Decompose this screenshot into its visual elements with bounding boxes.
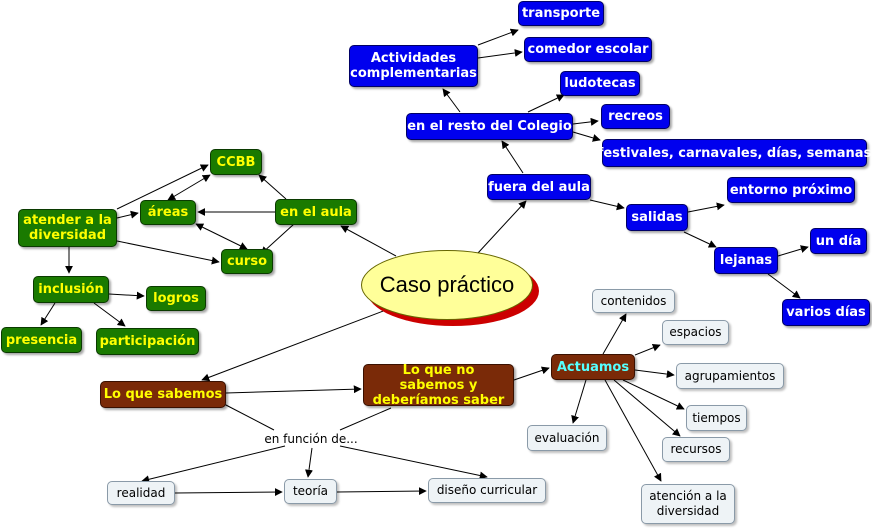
edge-lejanas-undia: [777, 245, 809, 257]
node-contenidos[interactable]: contenidos: [592, 289, 675, 313]
edge-areas-ccbb: [167, 174, 211, 201]
edge-losabemos-nosabemos: [225, 385, 362, 394]
node-logros[interactable]: logros: [146, 286, 206, 311]
node-recreos[interactable]: recreos: [601, 104, 670, 129]
node-espacios[interactable]: espacios: [662, 320, 729, 345]
node-inclusion[interactable]: inclusión: [33, 276, 109, 303]
edge-lejanas-variosdias: [767, 273, 801, 299]
edge-actividades-transporte: [477, 28, 519, 46]
edge-resto-festivales: [572, 131, 601, 142]
edge-actuamos-contenidos: [602, 313, 627, 355]
edge-actividades-comedor: [477, 49, 523, 59]
edge-actuamos-espacios: [634, 343, 661, 356]
edge-actuamos-agrupamientos: [634, 369, 675, 379]
edge-center-losabemos: [201, 309, 387, 382]
node-diseno-curricular[interactable]: diseño curricular: [428, 478, 546, 503]
node-participacion[interactable]: participación: [96, 328, 199, 355]
node-resto-del-colegio[interactable]: en el resto del Colegio: [406, 113, 573, 140]
edge-enfuncion-diseno: [339, 445, 488, 480]
edge-areas-curso: [195, 223, 248, 250]
node-varios-dias[interactable]: varios días: [782, 299, 870, 326]
edge-resto-recreos: [572, 117, 599, 126]
node-agrupamientos[interactable]: agrupamientos: [676, 363, 784, 389]
node-realidad[interactable]: realidad: [107, 481, 175, 505]
edge-inclusion-presencia: [40, 302, 56, 326]
edge-atender-curso: [116, 240, 220, 265]
node-atender-diversidad[interactable]: atender a la diversidad: [18, 209, 117, 247]
node-festivales[interactable]: festivales, carnavales, días, semanas: [598, 139, 871, 167]
edge-losabemos-enfuncion: [223, 403, 275, 431]
node-lejanas[interactable]: lejanas: [714, 247, 778, 274]
node-un-dia[interactable]: un día: [810, 228, 867, 254]
edge-inclusion-logros: [108, 291, 145, 300]
edge-inclusion-participacion: [93, 302, 126, 327]
edge-enfuncion-teoria: [305, 447, 313, 478]
node-entorno-proximo[interactable]: entorno próximo: [727, 177, 855, 203]
edge-center-fuera: [477, 200, 527, 254]
edge-atender-ccbb: [116, 164, 209, 210]
center-node[interactable]: Caso práctico: [361, 250, 533, 320]
node-teoria[interactable]: teoría: [284, 479, 337, 504]
edge-realidad-teoria: [174, 488, 283, 497]
edge-enfuncion-realidad: [141, 445, 286, 484]
edge-nosabemos-enfuncion: [339, 407, 392, 431]
node-ccbb[interactable]: CCBB: [210, 149, 262, 175]
edge-resto-ludotecas: [527, 94, 565, 113]
node-lo-que-sabemos[interactable]: Lo que sabemos: [100, 381, 226, 408]
edge-resto-actividades: [442, 88, 461, 113]
linking-phrase-en-funcion: en función de...: [264, 431, 358, 446]
edge-actuamos-tiempos: [622, 379, 685, 410]
edge-fuera-salidas: [589, 199, 625, 211]
edge-fuera-resto: [501, 140, 524, 174]
node-comedor-escolar[interactable]: comedor escolar: [524, 37, 652, 62]
node-tiempos[interactable]: tiempos: [686, 405, 747, 431]
edge-nosabemos-actuamos: [513, 366, 550, 381]
edge-enaula-ccbb: [258, 174, 287, 200]
node-ludotecas[interactable]: ludotecas: [560, 71, 640, 96]
node-actividades-complementarias[interactable]: Actividades complementarias: [349, 45, 478, 87]
node-evaluacion[interactable]: evaluación: [527, 425, 607, 451]
node-atencion-diversidad[interactable]: atención a la diversidad: [641, 484, 735, 524]
node-recursos[interactable]: recursos: [662, 437, 730, 462]
edge-teoria-diseno: [336, 487, 427, 496]
node-salidas[interactable]: salidas: [626, 204, 688, 231]
edge-actuamos-recursos: [613, 379, 681, 437]
node-presencia[interactable]: presencia: [1, 327, 82, 353]
node-en-el-aula[interactable]: en el aula: [275, 199, 357, 225]
node-transporte[interactable]: transporte: [518, 1, 604, 26]
node-lo-que-no-sabemos[interactable]: Lo que no sabemos y deberíamos saber: [363, 363, 514, 408]
edge-salidas-entorno: [687, 202, 725, 213]
edge-actuamos-atencion: [604, 379, 662, 482]
edge-atender-areas: [116, 210, 139, 219]
node-actuamos[interactable]: Actuamos: [551, 354, 635, 380]
node-curso[interactable]: curso: [221, 249, 273, 274]
edge-center-enaula: [340, 225, 397, 257]
node-areas[interactable]: áreas: [140, 200, 196, 225]
edge-salidas-lejanas: [683, 231, 717, 248]
node-fuera-del-aula[interactable]: fuera del aula: [487, 174, 591, 200]
edge-actuamos-evaluacion: [571, 379, 587, 424]
